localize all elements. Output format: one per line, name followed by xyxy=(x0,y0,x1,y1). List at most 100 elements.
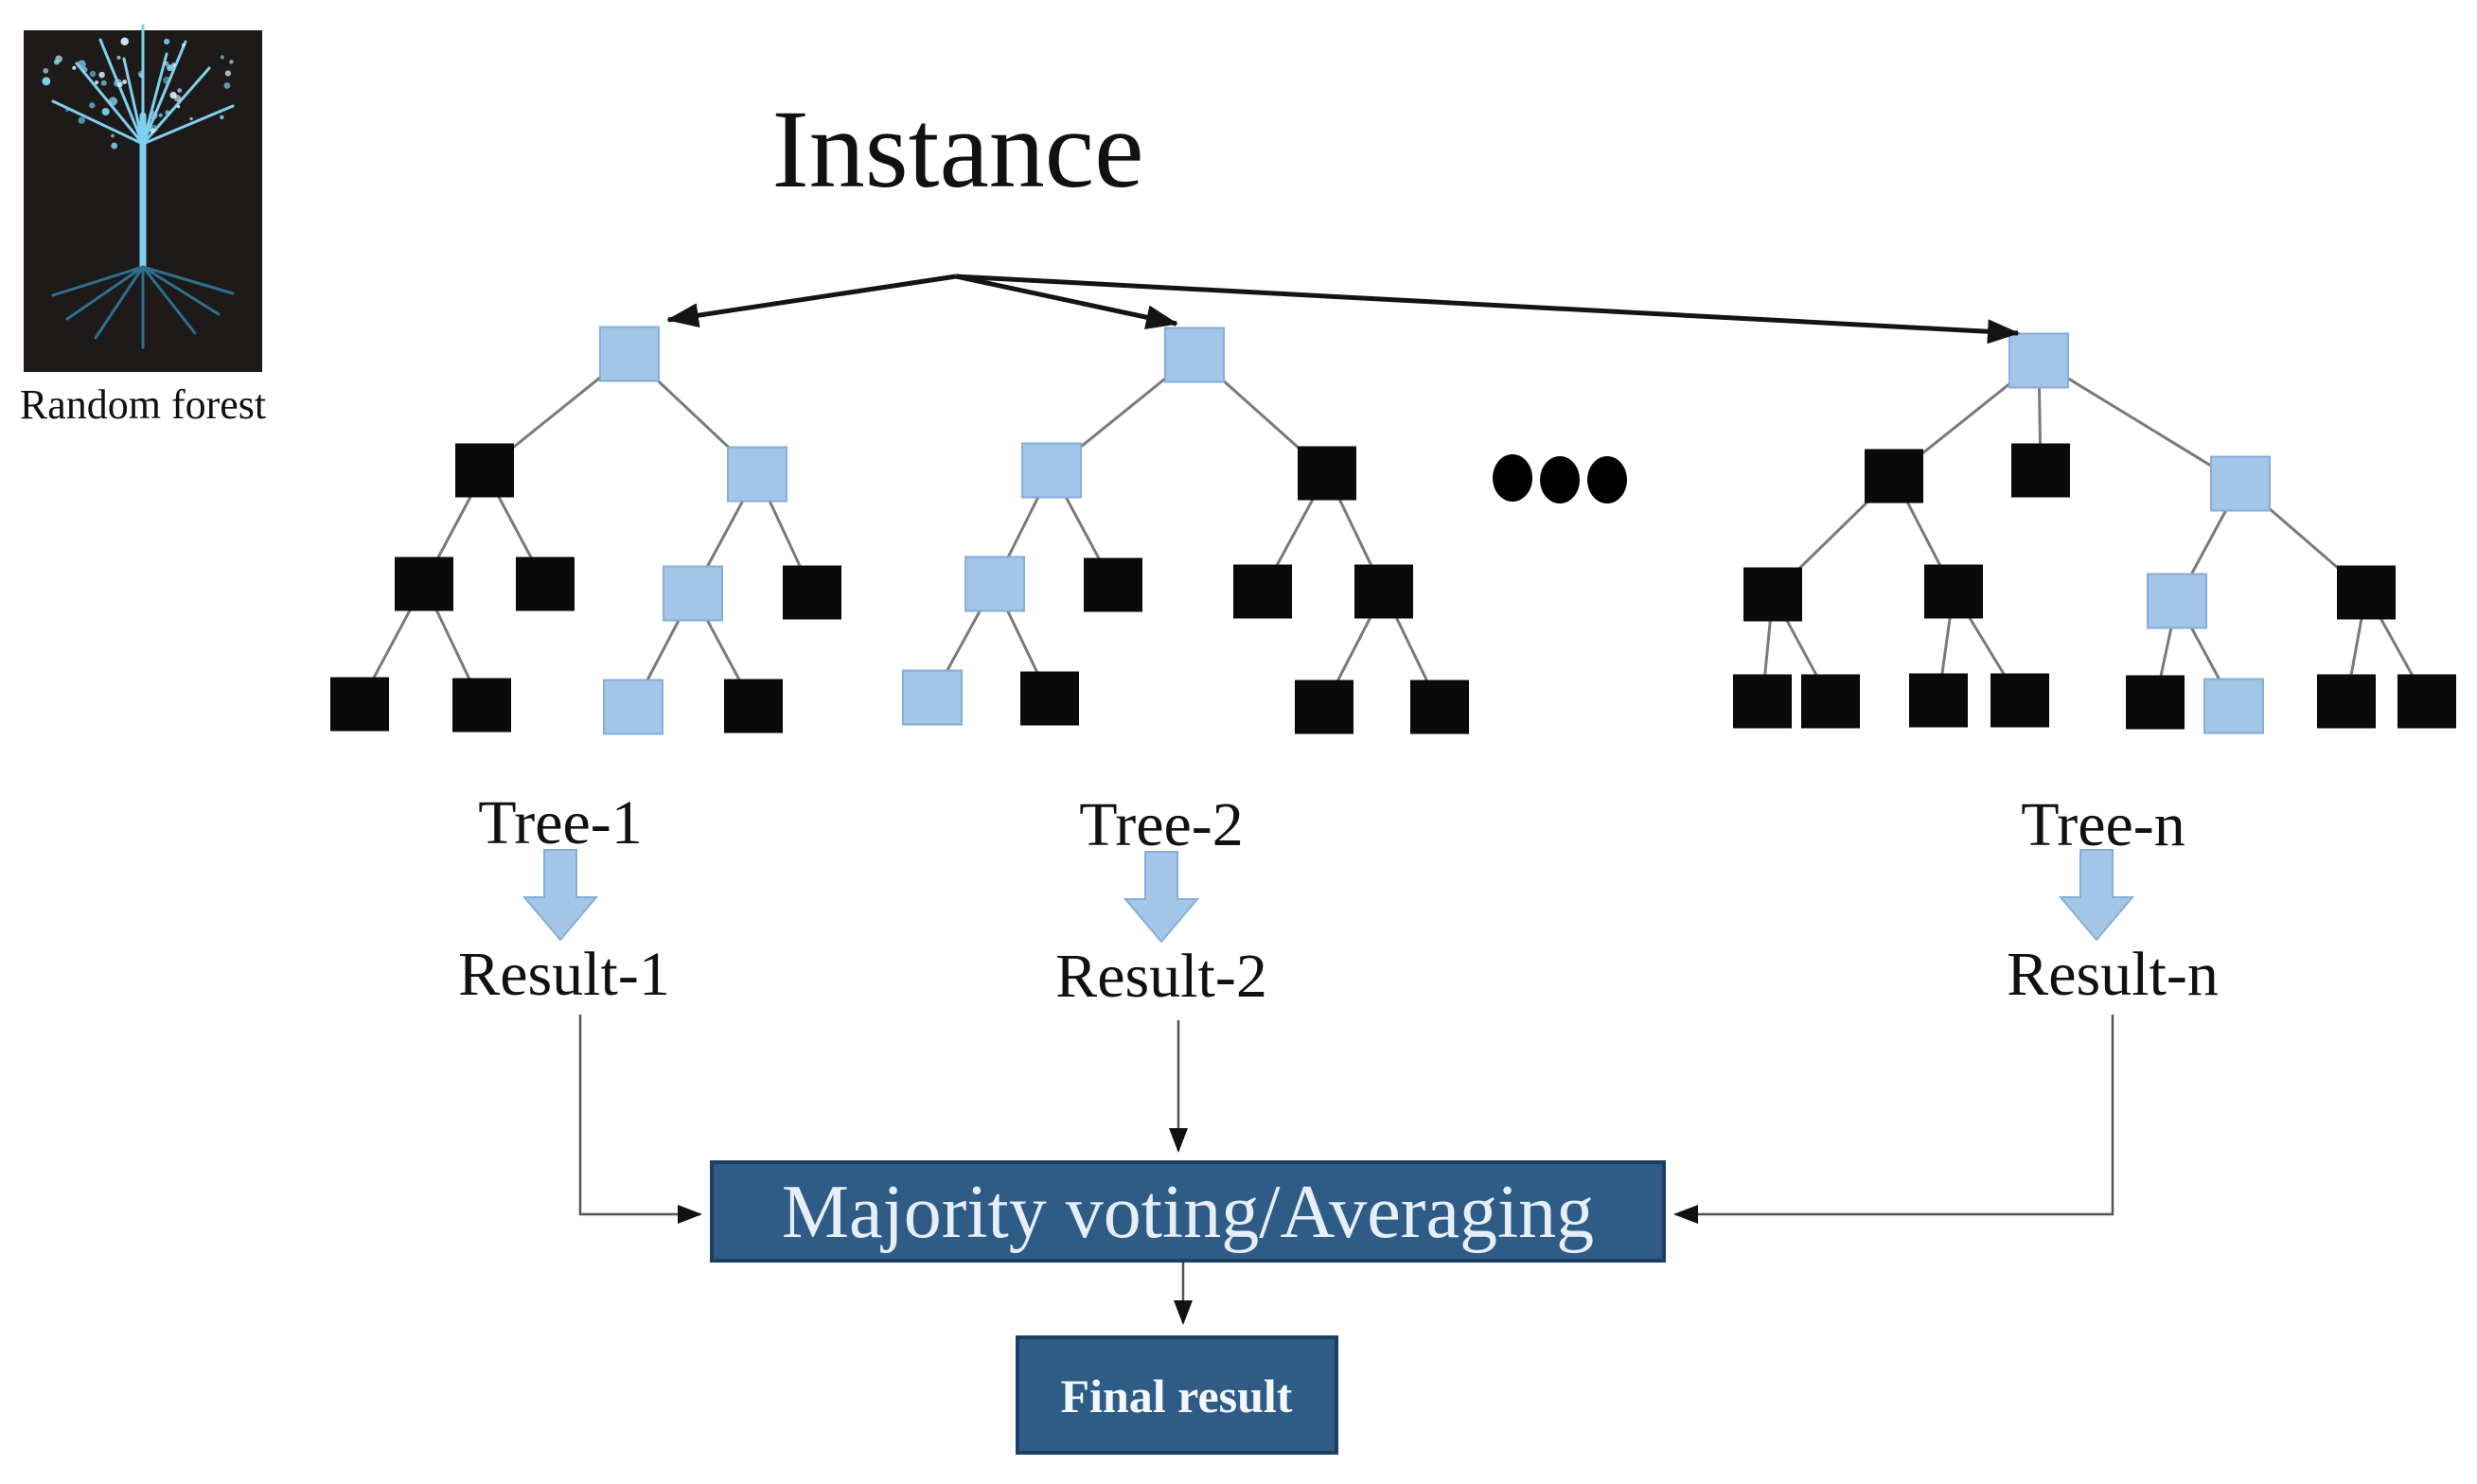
thumb-leaf-dot xyxy=(43,67,49,74)
thumb-leaf-dot xyxy=(158,113,163,117)
tree-2-node-A-blue xyxy=(1021,442,1082,499)
ellipsis-dot xyxy=(1493,454,1532,502)
tree-n-node-C-blue xyxy=(2210,455,2271,512)
tree-1-node-G-black xyxy=(330,677,389,732)
thumb-leaf-dot xyxy=(164,61,169,66)
thumb-leaf-dot xyxy=(176,104,181,109)
tree-n-node-D-black xyxy=(1743,567,1802,622)
thumb-root xyxy=(65,265,145,321)
instance-arrow xyxy=(955,274,1178,329)
thumb-leaf-dot xyxy=(94,80,99,85)
final-result-box-label: Final result xyxy=(1060,1369,1293,1422)
thumb-branch xyxy=(141,104,235,146)
blue-down-arrow xyxy=(1123,851,1200,944)
thumb-leaf-dot xyxy=(77,60,86,69)
ellipsis-dot xyxy=(1587,456,1627,504)
thumb-leaf-dot xyxy=(229,60,234,64)
thumb-leaf-dot xyxy=(78,116,85,124)
blue-down-arrow xyxy=(2058,849,2135,942)
instance-arrow xyxy=(666,274,957,328)
tree-1-node-A-black xyxy=(455,443,514,498)
tree-n-node-R-blue xyxy=(2008,332,2069,389)
tree-1-node-I-blue xyxy=(603,679,663,735)
tree-n-node-e1-black xyxy=(1909,673,1968,728)
tree-n-node-F-blue xyxy=(2147,573,2207,629)
thumb-branch xyxy=(98,38,145,146)
thumb-root xyxy=(94,265,145,340)
tree-n-edge xyxy=(2038,359,2241,486)
thumb-leaf-dot xyxy=(111,133,115,138)
thumb-leaf-dot xyxy=(100,80,107,86)
thumb-leaf-dot xyxy=(220,115,224,120)
thumb-leaf-dot xyxy=(98,71,105,79)
tree-2-node-J-black xyxy=(1410,680,1469,734)
thumb-branch xyxy=(51,99,145,146)
instance-title: Instance xyxy=(771,87,1144,211)
thumb-leaf-dot xyxy=(173,95,182,102)
thumb-leaf-dot xyxy=(122,80,127,84)
tree-2-node-I-black xyxy=(1295,680,1354,734)
tree-n-label: Tree-n xyxy=(2021,790,2185,859)
thumb-root xyxy=(141,265,235,295)
thumb-leaf-dot xyxy=(89,102,96,109)
result-n-label: Result-n xyxy=(2007,940,2219,1009)
tree-1-node-R-blue xyxy=(599,326,660,382)
tree-2-node-H-black xyxy=(1020,671,1079,726)
tree-n-node-f2-blue xyxy=(2203,678,2264,734)
thumb-leaf-dot xyxy=(165,110,170,115)
tree-2-node-C-blue xyxy=(964,556,1025,612)
thumb-leaf-dot xyxy=(224,70,231,77)
thumb-leaf-dot xyxy=(189,116,193,121)
majority-voting-box xyxy=(710,1160,1666,1263)
tree-1-node-J-black xyxy=(724,679,783,733)
forest-thumbnail-caption: Random forest xyxy=(19,381,267,428)
thumb-leaf-dot xyxy=(81,66,88,73)
result-2-label: Result-2 xyxy=(1055,942,1267,1011)
tree-1-label: Tree-1 xyxy=(478,788,643,857)
tree-n-node-d1-black xyxy=(1733,674,1792,729)
thumb-leaf-dot xyxy=(116,55,121,60)
thumb-leaf-dot xyxy=(117,81,123,88)
thumb-leaf-dot xyxy=(72,65,77,70)
thumb-root xyxy=(51,265,145,297)
tree-1-node-D-black xyxy=(516,556,575,611)
thumb-leaf-dot xyxy=(223,82,231,89)
thumb-leaf-dot xyxy=(111,142,118,150)
thumb-leaf-dot xyxy=(149,111,158,120)
blue-down-arrow xyxy=(522,849,599,942)
tree-1-node-B-blue xyxy=(727,446,787,503)
thumb-leaf-dot xyxy=(181,43,186,47)
tree-n-node-E-black xyxy=(1924,564,1983,619)
ellipsis-dot xyxy=(1540,456,1580,504)
tree-n-node-g1-black xyxy=(2317,674,2376,729)
result-1-label: Result-1 xyxy=(458,940,670,1009)
thumb-leaf-dot xyxy=(167,64,173,72)
tree-n-node-d2-black xyxy=(1801,674,1860,729)
thumb-leaf-dot xyxy=(139,73,145,79)
tree-1-node-C-black xyxy=(395,556,453,611)
thumb-leaf-dot xyxy=(150,128,156,133)
thumb-leaf-dot xyxy=(177,88,182,93)
thumb-leaf-dot xyxy=(101,107,110,115)
thumb-leaf-dot xyxy=(42,77,51,86)
thumb-leaf-dot xyxy=(65,109,69,113)
tree-2-node-E-black xyxy=(1233,564,1292,619)
tree-n-node-g2-black xyxy=(2397,674,2456,729)
tree-1-node-H-black xyxy=(452,678,511,733)
thumb-branch xyxy=(122,57,145,146)
instance-arrow xyxy=(955,274,2020,344)
tree-n-node-A-black xyxy=(1865,449,1923,504)
thumb-root xyxy=(141,265,221,316)
tree-n-node-B-black xyxy=(2011,443,2070,498)
final-result-box xyxy=(1016,1335,1338,1455)
tree-2-label: Tree-2 xyxy=(1079,790,1244,859)
majority-voting-box-label: Majority voting/Averaging xyxy=(781,1171,1595,1254)
thumb-leaf-dot xyxy=(108,97,118,106)
tree-2-node-R-blue xyxy=(1164,327,1225,383)
tree-n-node-G-black xyxy=(2337,565,2396,620)
thumb-branch xyxy=(141,52,168,146)
tree-2-node-G-blue xyxy=(902,669,963,726)
tree-1-node-E-blue xyxy=(663,565,723,622)
